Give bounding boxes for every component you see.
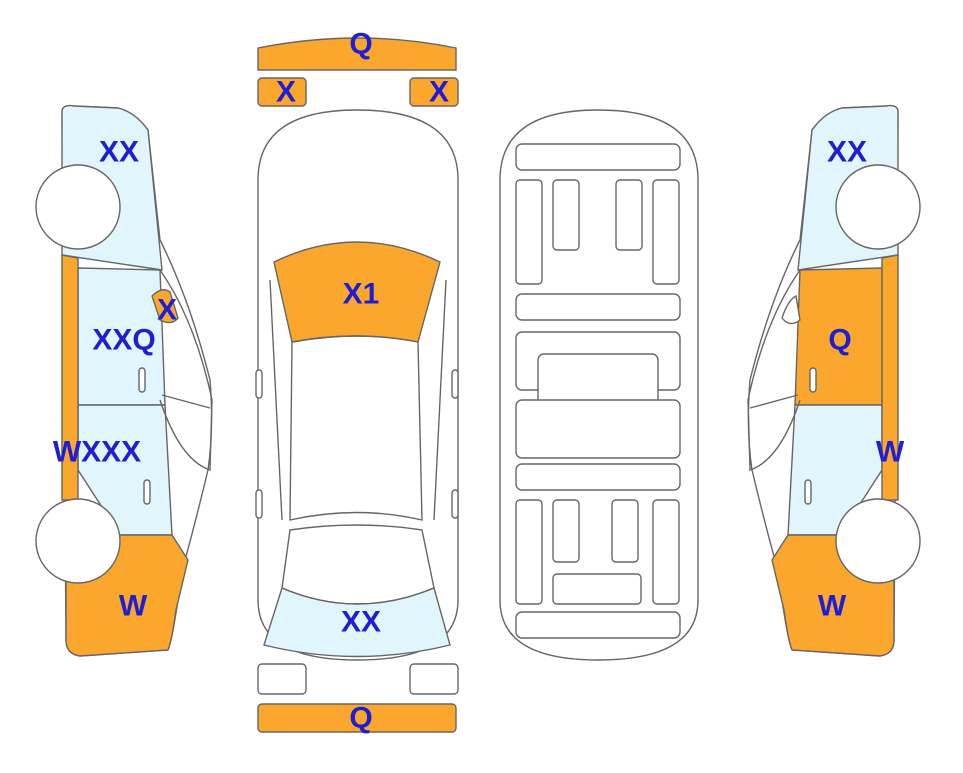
front-left-door-trim bbox=[515, 179, 543, 285]
right-side-view: XX Q W W bbox=[747, 104, 921, 657]
right-rear-wheel bbox=[835, 164, 921, 250]
right-roof-pillar-code: XX bbox=[827, 136, 867, 169]
trunk-panel bbox=[281, 524, 435, 605]
seat-row-rear bbox=[515, 463, 681, 491]
right-rear-door-handle bbox=[804, 479, 812, 505]
right-front-fender-code: W bbox=[818, 590, 847, 623]
rear-bench bbox=[552, 573, 642, 605]
right-window-line bbox=[747, 269, 801, 471]
interior-view bbox=[499, 109, 699, 661]
roof-panel bbox=[289, 335, 423, 521]
top-mirror-left bbox=[255, 369, 263, 399]
left-sill-code: WXXX bbox=[53, 436, 141, 469]
trunk-floor bbox=[515, 611, 681, 639]
left-mirror bbox=[151, 289, 179, 324]
right-belt-line bbox=[749, 394, 799, 409]
rear-right-seat bbox=[611, 499, 639, 563]
right-sill-panel bbox=[881, 254, 899, 501]
windshield-code: X1 bbox=[343, 278, 380, 311]
top-view: Q X X X1 XX Q bbox=[255, 28, 459, 735]
left-window-line bbox=[159, 269, 213, 471]
top-side-lines bbox=[269, 279, 447, 521]
left-front-door-handle bbox=[138, 367, 146, 393]
headlight-left-code: X bbox=[276, 76, 296, 109]
left-rear-door-handle bbox=[143, 479, 151, 505]
front-bumper bbox=[257, 37, 457, 71]
left-front-door-code: XXQ bbox=[92, 324, 155, 357]
seat-row-front bbox=[515, 293, 681, 321]
taillight-right bbox=[409, 663, 459, 695]
rear-window-code: XX bbox=[341, 606, 381, 639]
left-front-wheel bbox=[35, 498, 121, 584]
front-left-seat bbox=[552, 179, 580, 251]
right-sill-code: W bbox=[876, 436, 905, 469]
top-mirror-right bbox=[451, 369, 459, 399]
left-mirror-code: X bbox=[157, 294, 177, 327]
left-belt-line bbox=[161, 394, 211, 409]
right-mirror bbox=[781, 294, 801, 325]
rear-right-door-trim bbox=[652, 499, 680, 605]
rear-left-seat bbox=[552, 499, 580, 563]
taillight-left bbox=[257, 663, 307, 695]
dashboard bbox=[515, 143, 681, 171]
headlight-right-code: X bbox=[429, 76, 449, 109]
rear-bumper-code: Q bbox=[349, 702, 372, 735]
left-side-view: XX X XXQ WXXX W bbox=[35, 104, 213, 657]
right-front-door-handle bbox=[809, 367, 817, 393]
right-front-wheel bbox=[835, 498, 921, 584]
front-right-door-trim bbox=[652, 179, 680, 285]
headlight-right bbox=[409, 77, 459, 107]
left-roof-pillar-code: XX bbox=[99, 136, 139, 169]
front-right-seat bbox=[615, 179, 643, 251]
front-bumper-code: Q bbox=[349, 28, 372, 61]
top-handle-left bbox=[255, 489, 263, 519]
headlight-left bbox=[257, 77, 307, 107]
top-body-outline bbox=[257, 109, 459, 661]
center-floor-rear bbox=[515, 399, 681, 459]
left-front-fender-code: W bbox=[119, 590, 148, 623]
right-front-door-code: Q bbox=[828, 324, 851, 357]
left-rear-wheel bbox=[35, 164, 121, 250]
top-handle-right bbox=[451, 489, 459, 519]
rear-bumper bbox=[257, 703, 457, 733]
rear-left-door-trim bbox=[515, 499, 543, 605]
